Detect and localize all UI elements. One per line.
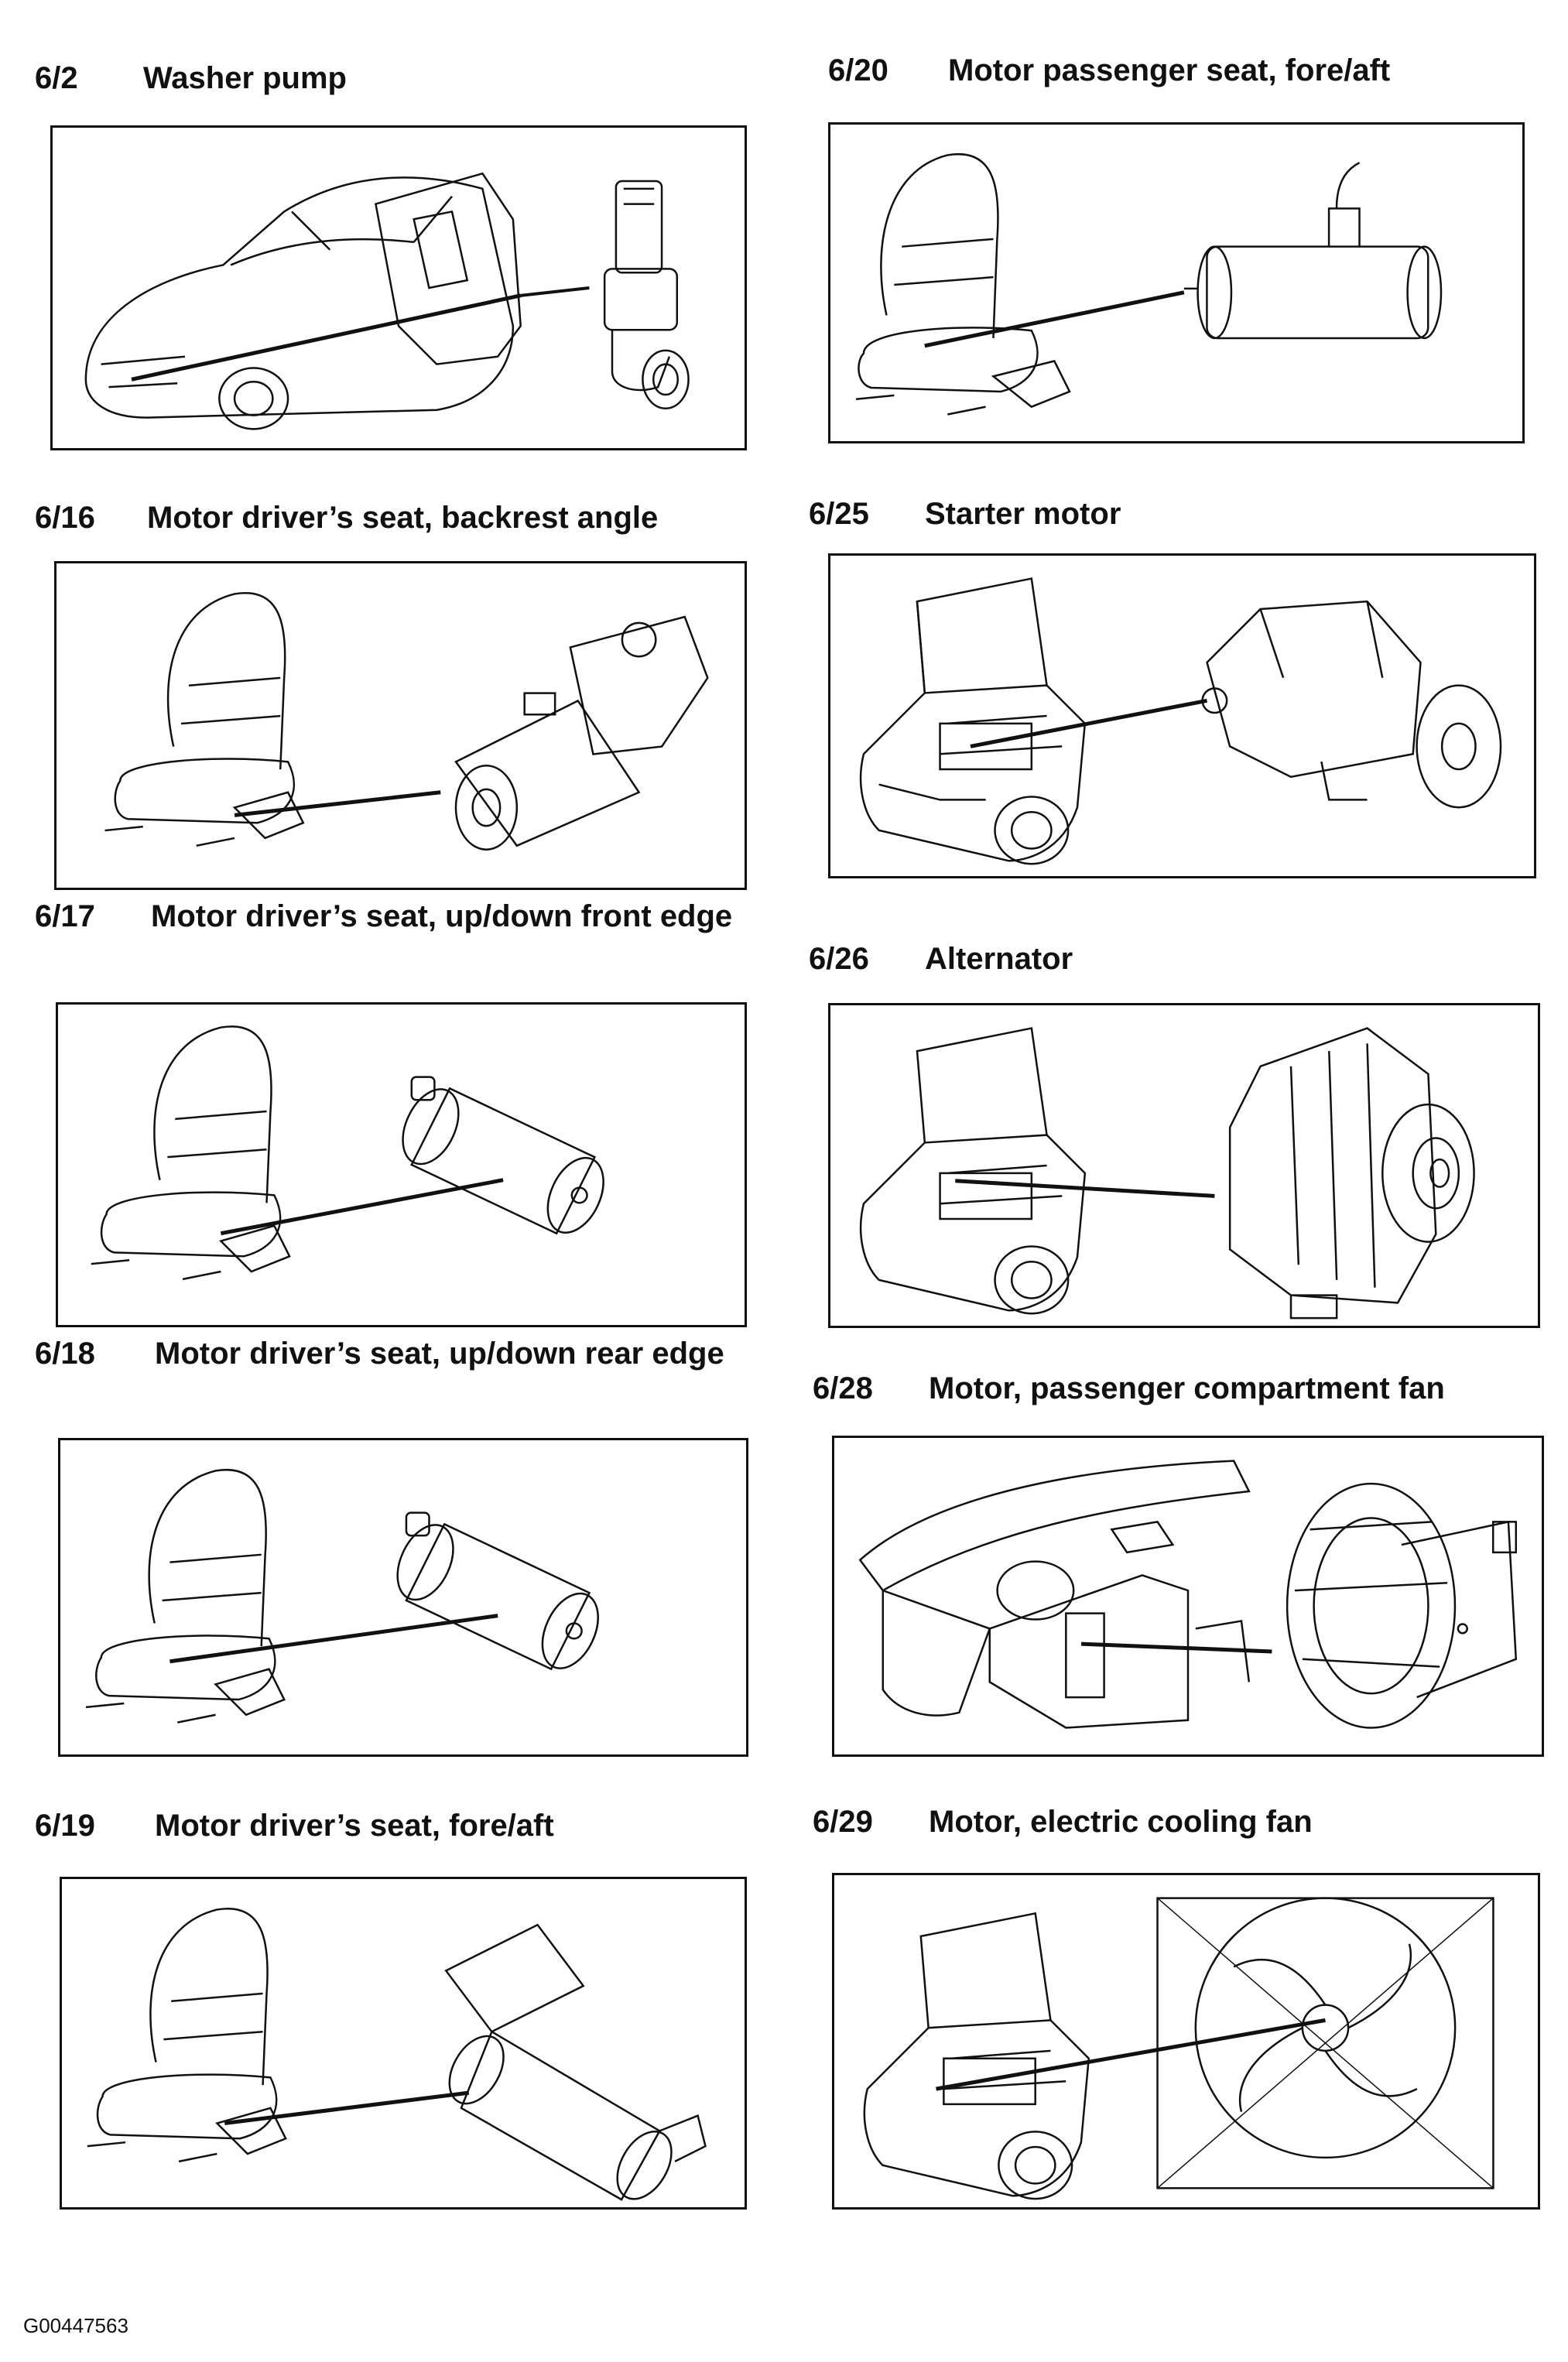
diagram-title: Motor driver’s seat, backrest angle [147,501,659,535]
illustration-frame [828,553,1536,878]
reference-code: G00447563 [23,2314,128,2337]
front-edge-motor-illustration [58,1005,745,1325]
diagram-heading: 6/20 Motor passenger seat, fore/aft [828,48,1540,156]
diagram-heading: 6/26 Alternator [809,936,1540,1045]
passenger-fore-aft-motor-illustration [830,125,1522,441]
diagram-code: 6/28 [813,1371,873,1405]
diagram-title: Motor, electric cooling fan [929,1805,1313,1839]
diagram-code: 6/26 [809,942,869,976]
diagram-6-16: 6/16 Motor driver’s seat, backrest angle [35,495,747,898]
diagram-code: 6/18 [35,1337,95,1371]
diagram-6-25: 6/25 Starter motor [809,491,1536,886]
diagram-code: 6/20 [828,53,888,87]
diagram-6-28: 6/28 Motor, passenger compartment fan [813,1366,1544,1761]
seat-motor-icon [438,1925,705,2207]
illustration-frame [58,1438,748,1757]
alternator-illustration [830,1005,1538,1326]
diagram-code: 6/17 [35,899,95,933]
seat-icon [856,154,1070,414]
driver-fore-aft-motor-illustration [62,1879,745,2207]
diagram-title: Motor passenger seat, fore/aft [948,53,1391,87]
cylinder-motor-icon [392,1077,615,1242]
blower-fan-icon [1287,1484,1516,1727]
diagram-heading: 6/28 Motor, passenger compartment fan [813,1366,1544,1474]
diagram-title: Motor driver’s seat, up/down rear edge [155,1337,724,1371]
engine-bay-icon [861,1029,1085,1314]
diagram-6-19: 6/19 Motor driver’s seat, fore/aft [35,1803,747,2221]
illustration-frame [54,561,747,890]
diagram-heading: 6/19 Motor driver’s seat, fore/aft [35,1803,747,1912]
alternator-icon [1230,1029,1474,1319]
dashboard-interior-icon [860,1461,1249,1728]
engine-bay-icon [864,1913,1089,2199]
diagram-title: Motor, passenger compartment fan [929,1371,1445,1405]
illustration-frame [828,122,1525,443]
gear-motor-icon [456,617,707,850]
diagram-title: Washer pump [143,61,347,95]
illustration-frame [828,1003,1540,1328]
diagram-6-2: 6/2 Washer pump [35,56,747,458]
diagram-heading: 6/29 Motor, electric cooling fan [813,1799,1540,1908]
diagram-6-20: 6/20 Motor passenger seat, fore/aft [828,48,1540,450]
illustration-frame [60,1877,747,2210]
illustration-frame [832,1873,1540,2210]
diagram-code: 6/25 [809,497,869,531]
car-icon [86,173,521,429]
diagram-code: 6/29 [813,1805,873,1839]
starter-motor-illustration [830,556,1534,876]
diagram-heading: 6/18 Motor driver’s seat, up/down rear e… [35,1331,747,1439]
engine-bay-icon [861,579,1085,864]
illustration-frame [50,125,747,450]
diagram-title: Starter motor [925,497,1121,531]
backrest-motor-illustration [56,563,745,888]
diagram-6-26: 6/26 Alternator [809,936,1540,1331]
diagram-code: 6/2 [35,61,78,95]
seat-icon [91,1026,289,1279]
diagram-title: Motor driver’s seat, up/down front edge [151,899,733,933]
cooling-fan-icon [1158,1898,1494,2189]
diagram-heading: 6/17 Motor driver’s seat, up/down front … [35,894,747,1002]
diagram-heading: 6/25 Starter motor [809,491,1536,600]
seat-icon [104,593,303,846]
diagram-heading: 6/16 Motor driver’s seat, backrest angle [35,495,747,604]
illustration-frame [56,1002,747,1327]
diagram-6-18: 6/18 Motor driver’s seat, up/down rear e… [35,1331,748,1765]
seat-motor-icon [1184,163,1441,338]
diagram-6-17: 6/17 Motor driver’s seat, up/down front … [35,894,747,1335]
seat-icon [86,1470,284,1722]
seat-icon [87,1908,286,2162]
cooling-fan-illustration [834,1875,1538,2207]
illustration-frame [832,1436,1544,1757]
diagram-code: 6/16 [35,501,95,535]
diagram-code: 6/19 [35,1809,95,1843]
diagram-title: Alternator [925,942,1073,976]
diagram-title: Motor driver’s seat, fore/aft [155,1809,554,1843]
diagram-heading: 6/2 Washer pump [35,56,747,164]
cylinder-motor-icon [386,1513,609,1678]
cabin-fan-illustration [834,1438,1542,1754]
washer-pump-icon [604,181,688,409]
washer-pump-illustration [53,128,745,448]
diagram-6-29: 6/29 Motor, electric cooling fan [813,1799,1540,2221]
rear-edge-motor-illustration [60,1440,746,1754]
starter-motor-icon [1203,601,1501,807]
